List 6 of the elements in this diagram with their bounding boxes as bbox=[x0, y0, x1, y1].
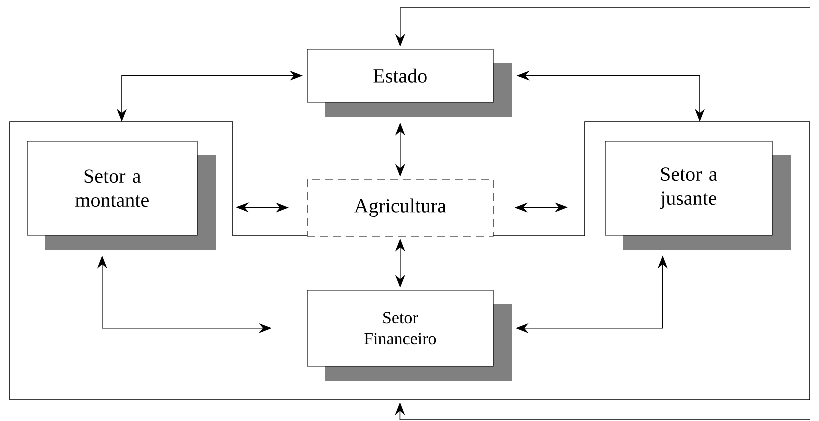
process-box: Setor Financeiro bbox=[307, 290, 512, 381]
process-box: Setor a jusante bbox=[605, 141, 791, 250]
process-box: Estado bbox=[307, 49, 512, 117]
frame-outline bbox=[10, 122, 810, 400]
process-box: Setor a montante bbox=[27, 141, 216, 250]
dashed-box: Agricultura bbox=[307, 179, 494, 237]
